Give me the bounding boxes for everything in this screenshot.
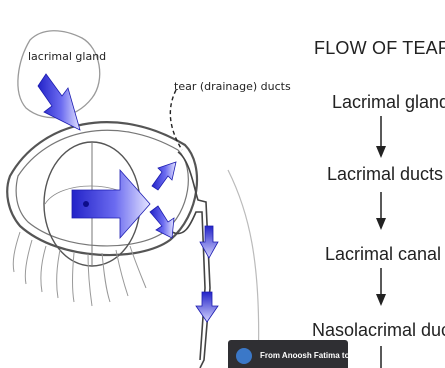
flow-arrow-4 xyxy=(375,346,387,368)
flow-step-4: Nasolacrimal duct xyxy=(312,320,445,341)
upper-duct-arrow xyxy=(152,162,176,190)
lower-duct-arrow xyxy=(150,206,174,238)
flow-panel: FLOW OF TEARS Lacrimal gland Lacrimal du… xyxy=(300,0,445,368)
flow-arrow-3 xyxy=(375,268,387,308)
center-arrow-dot xyxy=(83,201,89,207)
notification-toast[interactable]: From Anoosh Fatima to... xyxy=(228,340,348,368)
flow-step-1: Lacrimal gland xyxy=(332,92,445,113)
avatar-icon xyxy=(236,348,252,364)
label-lacrimal-gland: lacrimal gland xyxy=(28,50,106,63)
drainage-duct xyxy=(178,152,210,368)
flow-step-2: Lacrimal ducts xyxy=(327,164,443,185)
notification-text: From Anoosh Fatima to... xyxy=(260,351,348,360)
flow-arrow-2 xyxy=(375,192,387,232)
label-tear-ducts: tear (drainage) ducts xyxy=(174,80,291,93)
flow-step-3: Lacrimal canal xyxy=(325,244,441,265)
flow-arrow-1 xyxy=(375,116,387,160)
drainage-duct-inner xyxy=(172,212,205,360)
flow-title: FLOW OF TEARS xyxy=(314,38,445,59)
face-contour xyxy=(228,170,259,368)
down-arrow-lower xyxy=(196,292,218,322)
